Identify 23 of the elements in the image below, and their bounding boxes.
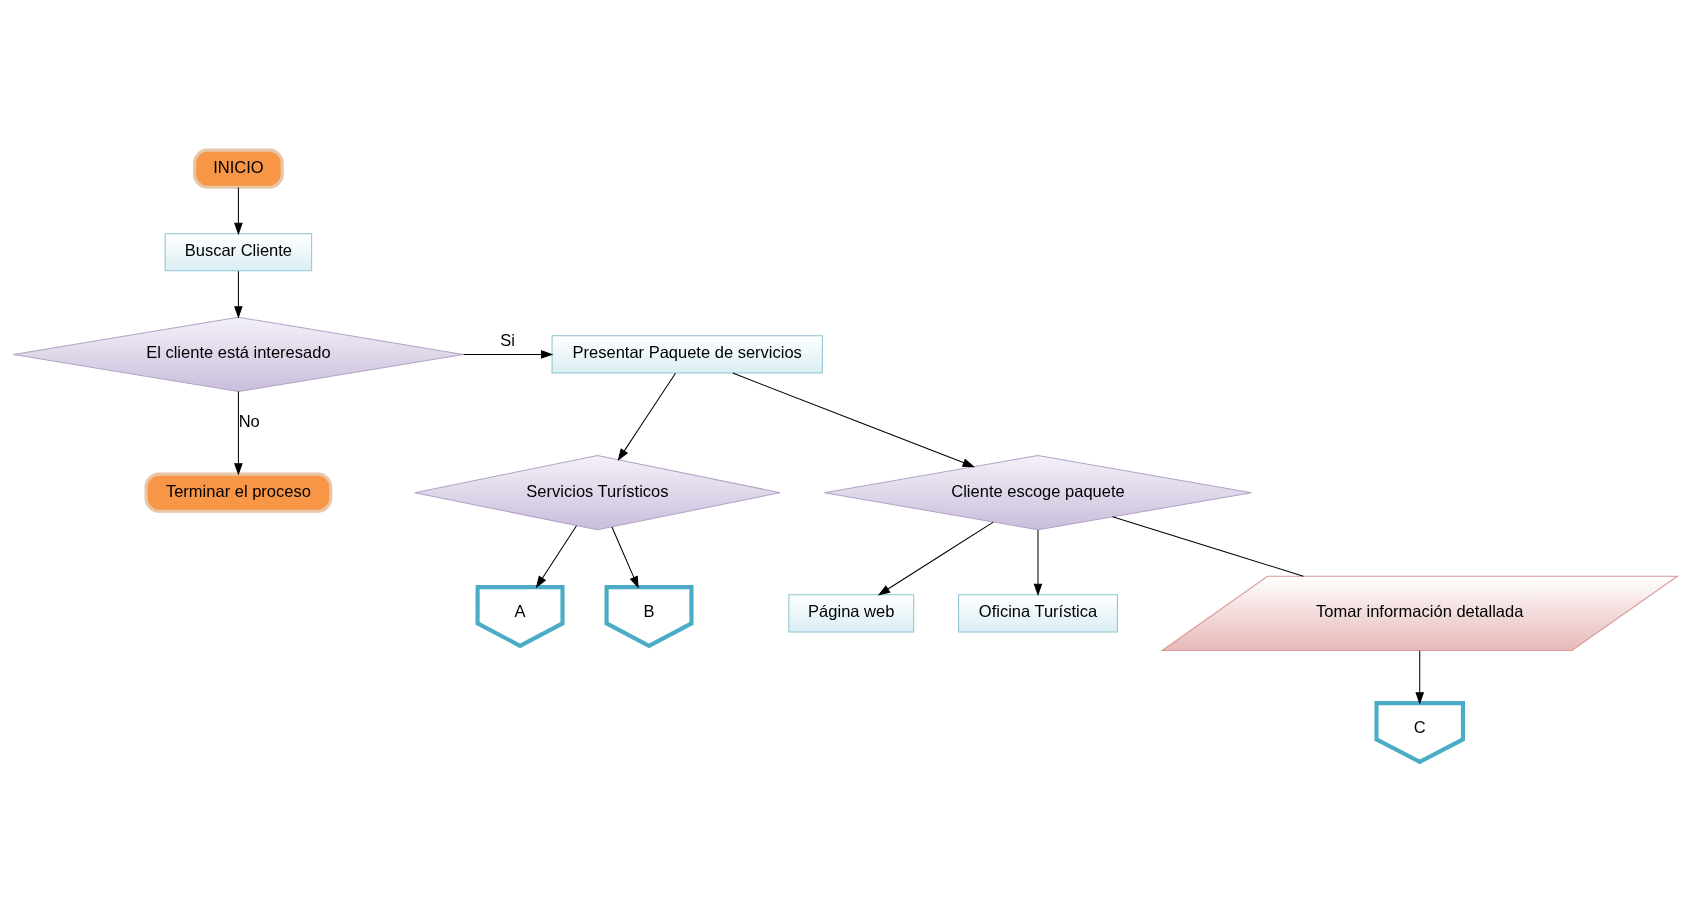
arrow — [462, 349, 553, 359]
arrow — [1414, 649, 1424, 705]
connector — [1111, 515, 1304, 577]
node-box: INICIO — [192, 148, 284, 189]
arrow — [233, 270, 243, 319]
node-diamond: Servicios Turísticos — [413, 454, 781, 530]
arrow — [233, 186, 243, 235]
edge-label: Si — [499, 330, 515, 349]
node-box: Terminar el proceso — [144, 472, 332, 513]
node-diamond: El cliente está interesado — [12, 316, 464, 392]
node-box: Oficina Turística — [957, 593, 1118, 632]
node-box: Página web — [787, 593, 914, 632]
node-diamond: Cliente escoge paquete — [823, 454, 1252, 530]
arrow — [610, 526, 639, 589]
arrow — [1033, 528, 1042, 596]
arrow — [731, 372, 975, 467]
edge-label: No — [238, 411, 260, 430]
arrow — [877, 521, 994, 595]
arrow — [233, 390, 243, 476]
node-box: Buscar Cliente — [164, 232, 312, 271]
arrow — [617, 372, 676, 461]
arrow — [535, 524, 577, 588]
node-box: Presentar Paquete de servicios — [551, 334, 823, 373]
